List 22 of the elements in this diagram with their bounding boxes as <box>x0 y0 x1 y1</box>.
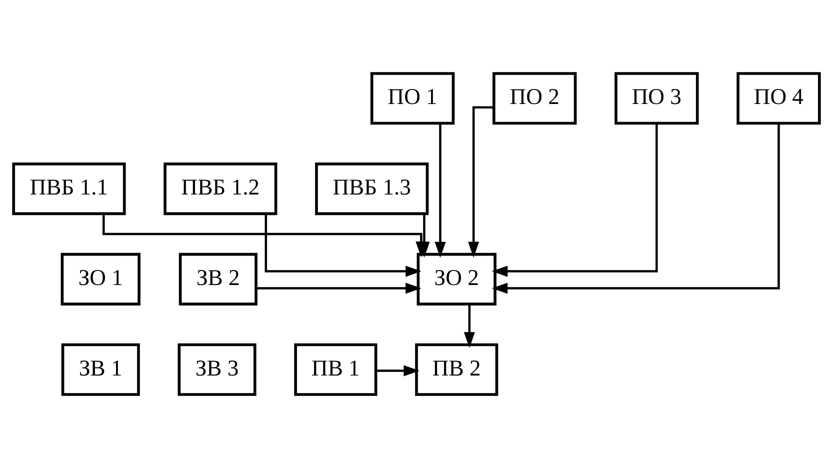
arrow <box>434 124 446 258</box>
arrow <box>492 124 658 277</box>
node-box: ПВБ 1.2 <box>164 162 278 216</box>
node-box: ПО 1 <box>370 72 455 125</box>
node-box: ПВ 1 <box>294 343 378 396</box>
node-box: ПВ 2 <box>415 343 498 396</box>
node-box: ЗО 1 <box>60 252 140 306</box>
arrow <box>376 365 420 376</box>
arrow <box>492 124 780 294</box>
arrow <box>464 304 475 348</box>
node-box: ЗО 2 <box>416 252 496 306</box>
node-box: ПО 2 <box>492 72 577 125</box>
arrow <box>264 214 422 277</box>
node-box: ЗВ 1 <box>61 343 140 396</box>
node-box: ЗВ 2 <box>178 252 258 306</box>
arrow <box>256 282 422 294</box>
node-box: ПО 4 <box>736 72 821 125</box>
node-box: ЗВ 3 <box>178 343 256 396</box>
node-box: ПО 3 <box>614 72 699 125</box>
node-box: ПВБ 1.3 <box>315 162 429 216</box>
arrow <box>468 106 494 258</box>
node-box: ПВБ 1.1 <box>12 162 126 216</box>
